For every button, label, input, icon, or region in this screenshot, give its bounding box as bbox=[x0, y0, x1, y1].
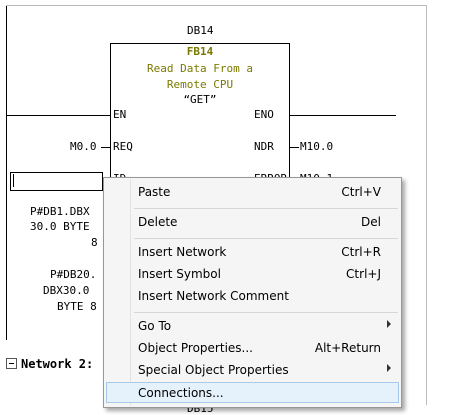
menu-item-label: Insert Symbol bbox=[138, 267, 221, 281]
ndr-operand[interactable]: M10.0 bbox=[300, 140, 334, 153]
menu-item-shortcut: Alt+Return bbox=[314, 341, 381, 355]
eno-wire bbox=[290, 115, 396, 116]
menu-item-label: Special Object Properties bbox=[138, 363, 289, 377]
menu-item-special-object-properties[interactable]: Special Object Properties bbox=[106, 359, 399, 380]
menu-separator bbox=[134, 238, 398, 239]
collapse-network-icon[interactable] bbox=[6, 358, 17, 369]
menu-item-shortcut: Del bbox=[361, 215, 381, 229]
chevron-right-icon bbox=[387, 364, 391, 372]
req-operand[interactable]: M0.0 bbox=[70, 140, 97, 153]
addr2-line3[interactable]: BYTE 8 bbox=[57, 300, 97, 313]
addr1-line2[interactable]: 30.0 BYTE bbox=[30, 220, 90, 233]
chevron-right-icon bbox=[387, 320, 391, 328]
fb-description-line2: Remote CPU bbox=[166, 78, 234, 91]
addr2-line2[interactable]: DBX30.0 bbox=[43, 284, 90, 297]
ndr-pin-label: NDR bbox=[254, 140, 274, 153]
menu-item-label: Object Properties... bbox=[138, 341, 253, 355]
context-menu[interactable]: Paste Ctrl+V Delete Del Insert Network C… bbox=[103, 177, 402, 408]
menu-item-label: Go To bbox=[138, 319, 172, 333]
menu-item-label: Insert Network bbox=[138, 245, 227, 259]
addr1-line1[interactable]: P#DB1.DBX bbox=[30, 205, 90, 218]
instance-db-label[interactable]: DB14 bbox=[187, 24, 214, 37]
fb-description-line1: Read Data From a bbox=[147, 62, 253, 75]
fb-block-name: FB14 bbox=[186, 45, 214, 58]
fb-alias: “GET” bbox=[183, 93, 217, 106]
addr2-line1[interactable]: P#DB20. bbox=[50, 268, 97, 281]
eno-pin-label: ENO bbox=[254, 108, 274, 121]
menu-icon-gutter bbox=[130, 179, 131, 406]
menu-item-object-properties[interactable]: Object Properties... Alt+Return bbox=[106, 337, 399, 358]
left-power-rail bbox=[6, 5, 7, 340]
menu-item-insert-network-comment[interactable]: Insert Network Comment bbox=[106, 285, 399, 306]
menu-separator bbox=[134, 312, 398, 313]
en-pin-label: EN bbox=[113, 108, 127, 121]
menu-item-label: Connections... bbox=[138, 386, 224, 400]
id-operand-input[interactable] bbox=[10, 172, 103, 191]
frame-top-border bbox=[6, 5, 426, 6]
menu-item-shortcut: Ctrl+J bbox=[346, 267, 381, 281]
en-wire bbox=[6, 115, 110, 116]
menu-item-label: Delete bbox=[138, 215, 178, 229]
frame-right-border bbox=[426, 5, 427, 405]
text-caret bbox=[13, 174, 14, 187]
menu-separator bbox=[134, 208, 398, 209]
menu-item-shortcut: Ctrl+R bbox=[341, 245, 381, 259]
addr1-line3[interactable]: 8 bbox=[91, 236, 98, 249]
menu-item-insert-network[interactable]: Insert Network Ctrl+R bbox=[106, 241, 399, 262]
menu-item-insert-symbol[interactable]: Insert Symbol Ctrl+J bbox=[106, 263, 399, 284]
menu-item-paste[interactable]: Paste Ctrl+V bbox=[106, 181, 399, 202]
menu-item-shortcut: Ctrl+V bbox=[341, 185, 381, 199]
menu-item-connections[interactable]: Connections... bbox=[106, 382, 399, 403]
req-wire bbox=[101, 147, 110, 148]
menu-item-label: Paste bbox=[138, 185, 171, 199]
req-pin-label: REQ bbox=[113, 140, 133, 153]
menu-item-go-to[interactable]: Go To bbox=[106, 315, 399, 336]
menu-item-label: Insert Network Comment bbox=[138, 289, 289, 303]
ndr-wire bbox=[290, 147, 299, 148]
menu-item-delete[interactable]: Delete Del bbox=[106, 211, 399, 232]
network2-label[interactable]: Network 2: bbox=[21, 357, 94, 371]
